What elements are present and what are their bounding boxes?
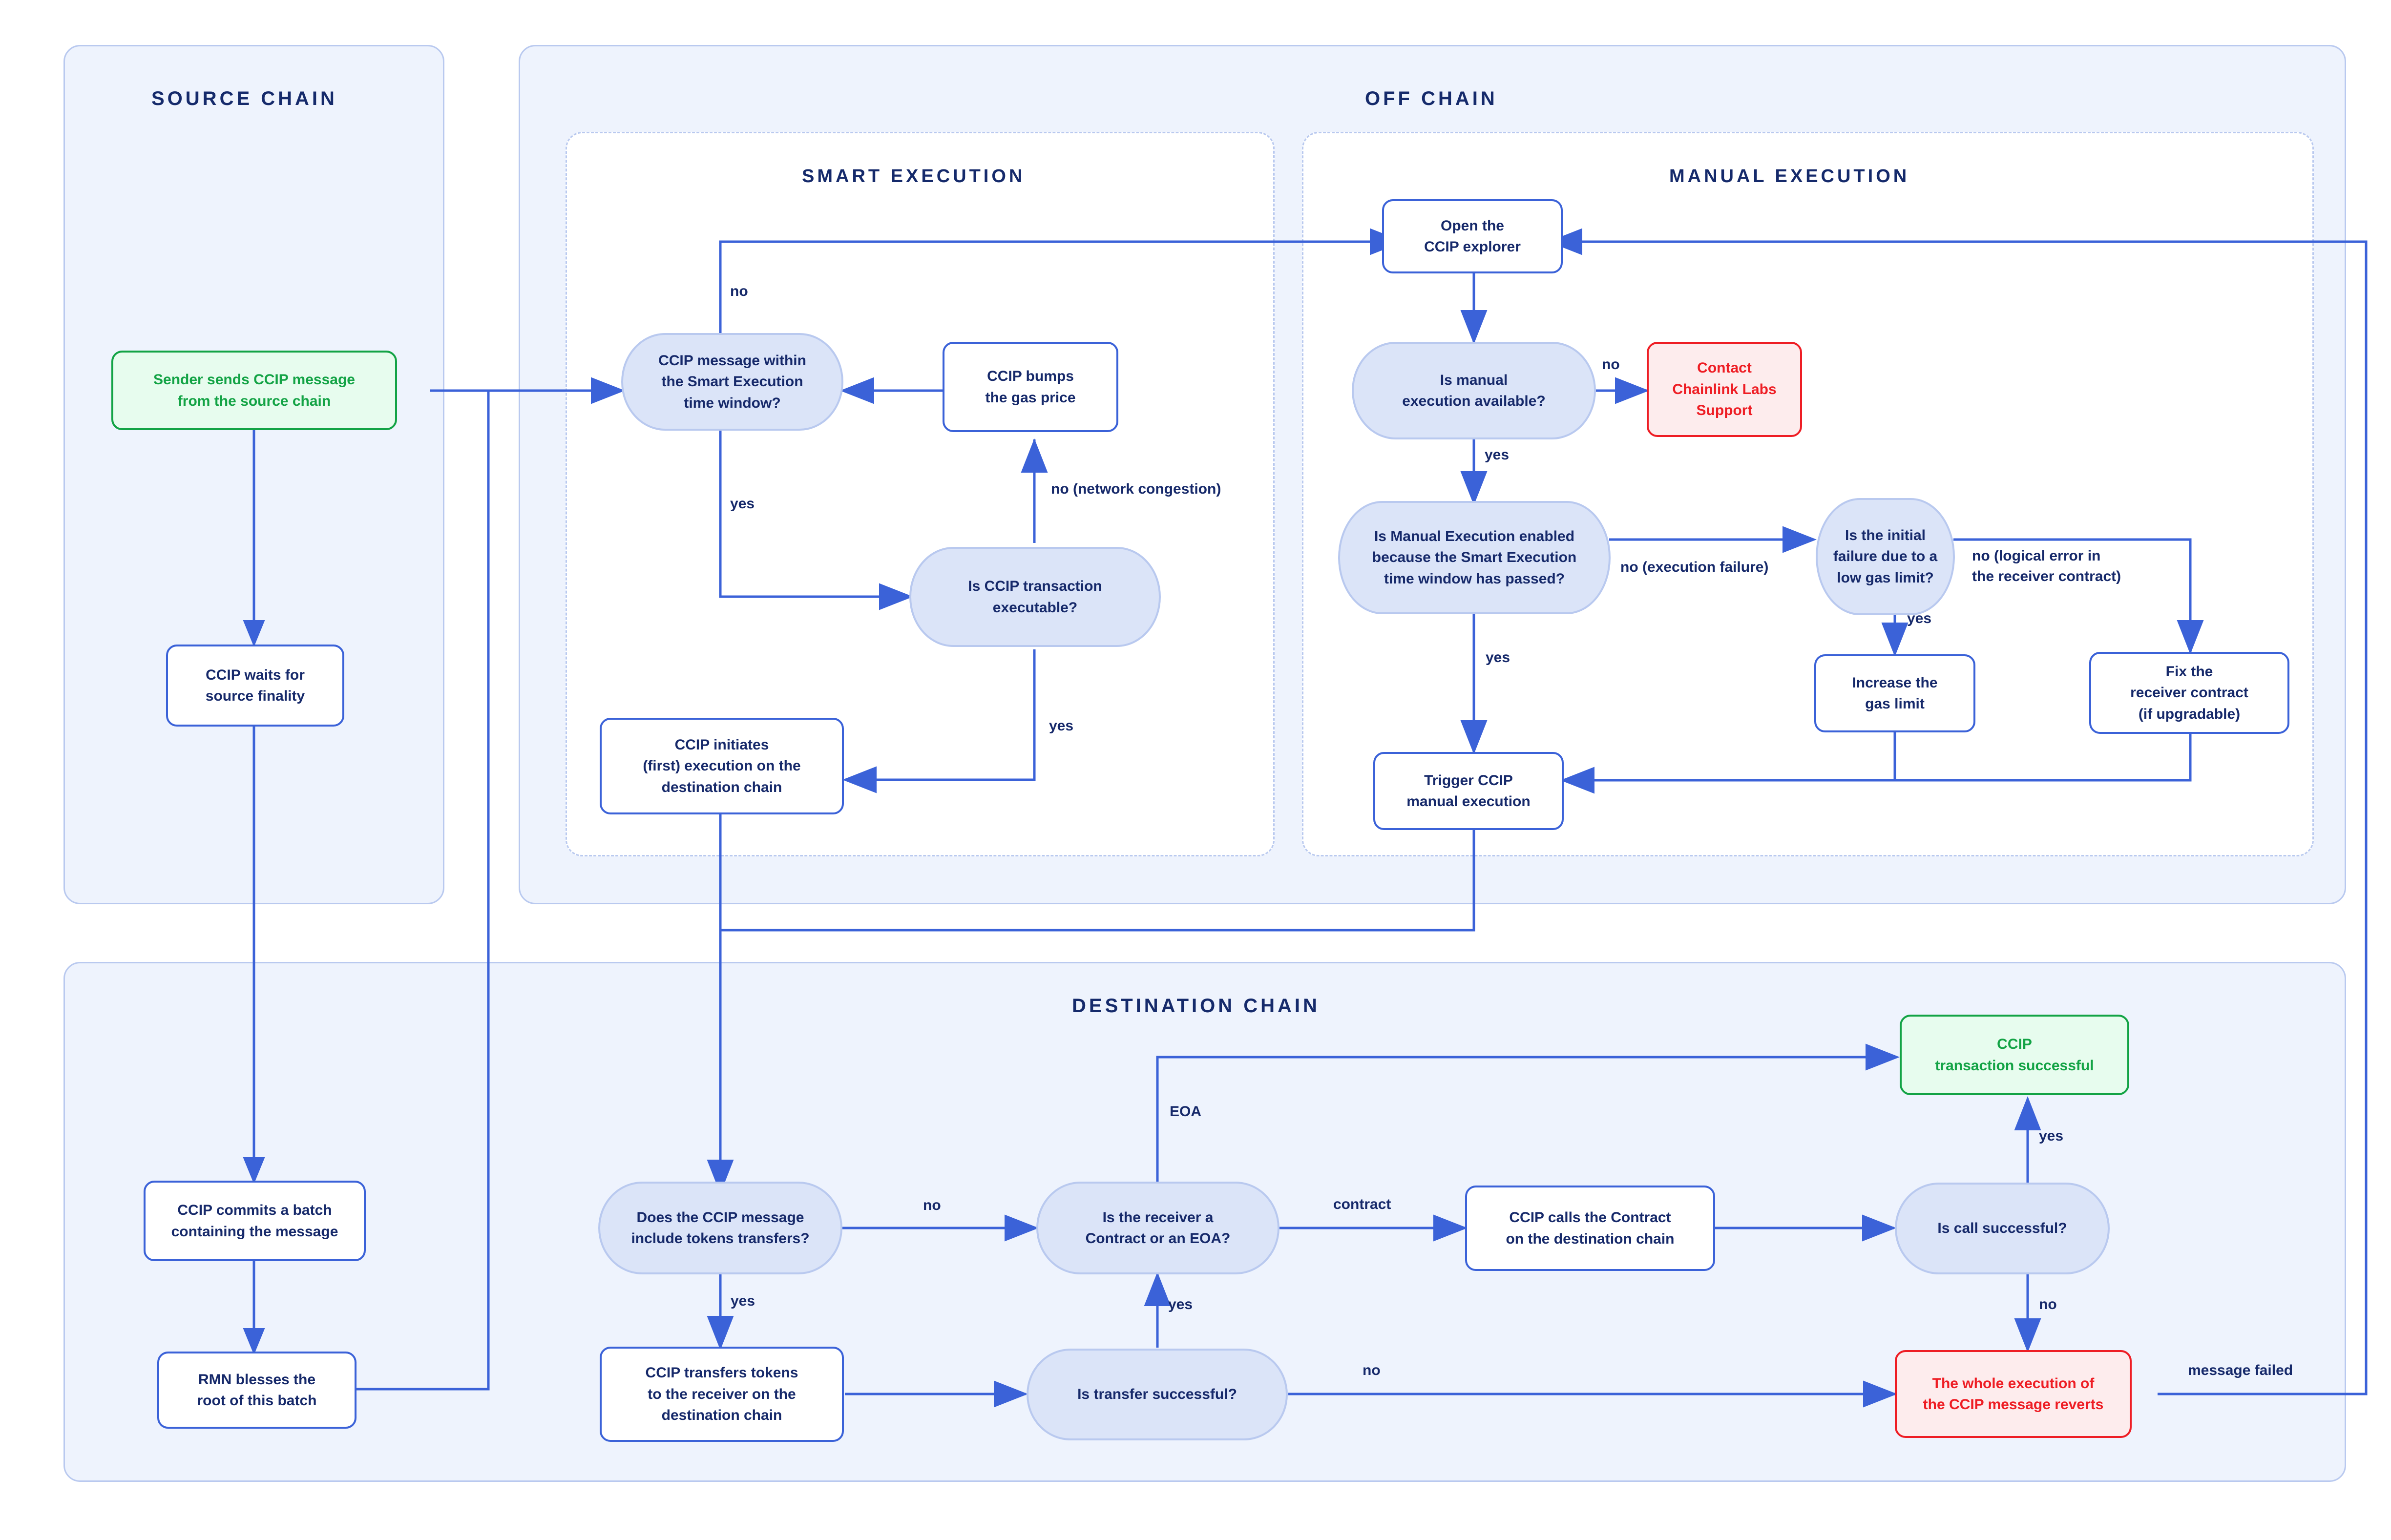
node-ccip-waits-finality[interactable]: CCIP waits for source finality	[166, 645, 344, 727]
sublane-title-manual-execution: MANUAL EXECUTION	[1669, 166, 1910, 187]
edge-label-transfer-yes: yes	[1168, 1296, 1193, 1312]
node-open-ccip-explorer[interactable]: Open the CCIP explorer	[1382, 199, 1563, 273]
node-is-manual-execution-available[interactable]: Is manual execution available?	[1352, 342, 1596, 439]
node-increase-gas-limit[interactable]: Increase the gas limit	[1814, 654, 1975, 732]
node-is-call-successful[interactable]: Is call successful?	[1895, 1183, 2110, 1274]
lane-title-source-chain: SOURCE CHAIN	[151, 88, 337, 109]
edge-label-call-no: no	[2039, 1296, 2057, 1312]
node-ccip-transfers-tokens[interactable]: CCIP transfers tokens to the receiver on…	[600, 1347, 844, 1442]
node-is-transaction-executable[interactable]: Is CCIP transaction executable?	[909, 547, 1161, 647]
sublane-title-smart-execution: SMART EXECUTION	[802, 166, 1026, 187]
edge-label-message-failed: message failed	[2188, 1362, 2293, 1378]
edge-label-execution-failure-no: no (execution failure)	[1620, 559, 1769, 575]
lane-title-off-chain: OFF CHAIN	[1365, 88, 1498, 109]
edge-label-logical-error-no: no (logical error in the receiver contra…	[1972, 548, 2121, 584]
node-ccip-bumps-gas-price[interactable]: CCIP bumps the gas price	[943, 342, 1118, 432]
node-ccip-initiates-execution[interactable]: CCIP initiates (first) execution on the …	[600, 718, 844, 814]
node-rmn-blesses-root[interactable]: RMN blesses the root of this batch	[157, 1352, 357, 1429]
edge-label-manual-available-yes: yes	[1485, 447, 1510, 463]
node-ccip-transaction-successful[interactable]: CCIP transaction successful	[1900, 1015, 2129, 1095]
node-ccip-calls-contract[interactable]: CCIP calls the Contract on the destinati…	[1465, 1186, 1715, 1271]
node-within-smart-execution-window[interactable]: CCIP message within the Smart Execution …	[621, 333, 843, 431]
node-does-message-include-tokens[interactable]: Does the CCIP message include tokens tra…	[598, 1182, 842, 1274]
node-ccip-message-reverts[interactable]: The whole execution of the CCIP message …	[1895, 1350, 2132, 1438]
node-is-receiver-contract-or-eoa[interactable]: Is the receiver a Contract or an EOA?	[1036, 1182, 1279, 1274]
node-fix-receiver-contract[interactable]: Fix the receiver contract (if upgradable…	[2089, 652, 2289, 734]
edge-label-executable-yes: yes	[1049, 718, 1074, 734]
edge-label-tokens-yes: yes	[731, 1293, 755, 1309]
edge-label-gas-limit-yes: yes	[1907, 610, 1932, 626]
lane-title-destination-chain: DESTINATION CHAIN	[1072, 995, 1320, 1017]
node-is-manual-execution-enabled[interactable]: Is Manual Execution enabled because the …	[1338, 501, 1611, 614]
edge-label-contract: contract	[1333, 1196, 1391, 1212]
edge-label-tokens-no: no	[923, 1197, 941, 1213]
node-contact-chainlink-labs-support[interactable]: Contact Chainlink Labs Support	[1647, 342, 1802, 437]
node-is-transfer-successful[interactable]: Is transfer successful?	[1027, 1349, 1288, 1440]
edge-label-call-yes: yes	[2039, 1128, 2064, 1144]
edge-label-manual-available-no: no	[1602, 356, 1620, 373]
lane-source-chain	[63, 45, 444, 904]
node-trigger-ccip-manual-execution[interactable]: Trigger CCIP manual execution	[1373, 752, 1564, 830]
edge-label-transfer-no: no	[1363, 1362, 1381, 1378]
edge-label-window-yes: yes	[730, 496, 755, 512]
node-sender-sends-message[interactable]: Sender sends CCIP message from the sourc…	[111, 351, 397, 430]
edge-label-eoa: EOA	[1170, 1103, 1202, 1120]
node-is-initial-failure-low-gas[interactable]: Is the initial failure due to a low gas …	[1816, 498, 1955, 615]
edge-label-network-congestion-no: no (network congestion)	[1051, 481, 1221, 497]
edge-label-window-no: no	[730, 283, 748, 299]
edge-label-enabled-yes: yes	[1486, 649, 1510, 666]
node-ccip-commits-batch[interactable]: CCIP commits a batch containing the mess…	[144, 1181, 366, 1261]
